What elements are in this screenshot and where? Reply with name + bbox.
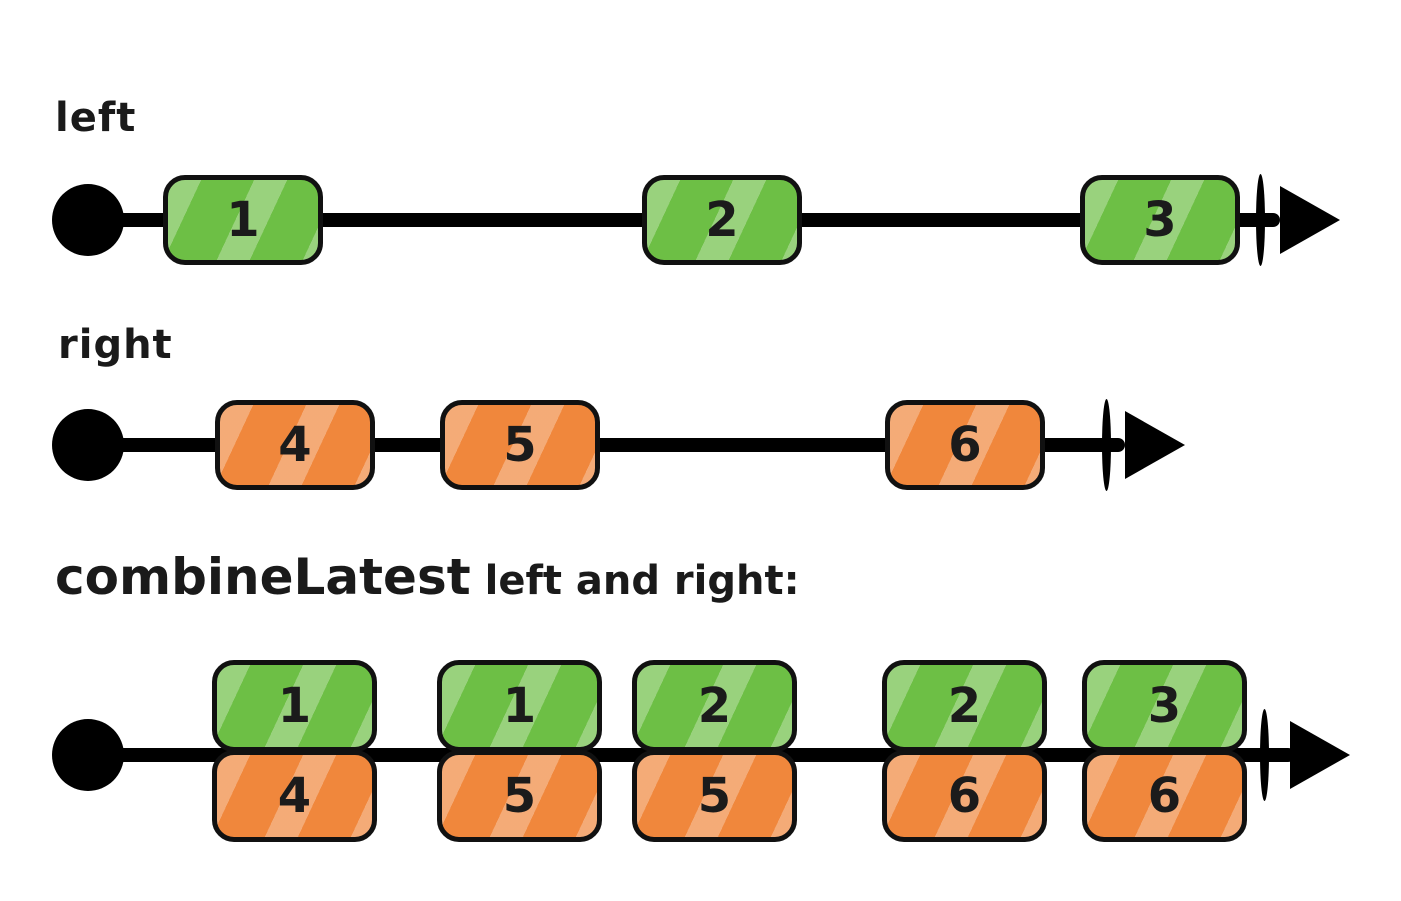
right-stream-label: right bbox=[58, 322, 173, 368]
right-timeline-start-dot bbox=[52, 409, 124, 481]
combined-pair-4-top-value: 2 bbox=[947, 678, 982, 734]
combined-pair-2-top-value: 1 bbox=[502, 678, 537, 734]
combine-operator-name: combineLatest bbox=[55, 548, 471, 606]
combined-pair-3-top: 2 bbox=[632, 660, 797, 752]
right-marble-5-value: 5 bbox=[503, 417, 537, 473]
left-stream-label: left bbox=[55, 95, 137, 141]
left-marble-2: 2 bbox=[642, 175, 802, 265]
combined-pair-3-bottom: 5 bbox=[632, 750, 797, 842]
combined-timeline-tick bbox=[1260, 709, 1269, 801]
combined-pair-2-bottom-value: 5 bbox=[502, 768, 537, 824]
right-marble-4-value: 4 bbox=[278, 417, 312, 473]
combine-operator-rest: left and right: bbox=[484, 558, 800, 604]
combined-pair-5-top-value: 3 bbox=[1147, 678, 1182, 734]
combined-timeline-arrowhead-icon bbox=[1290, 721, 1350, 789]
combined-pair-4-bottom: 6 bbox=[882, 750, 1047, 842]
right-marble-5: 5 bbox=[440, 400, 600, 490]
left-timeline-tick bbox=[1256, 174, 1265, 266]
left-marble-2-value: 2 bbox=[705, 192, 739, 248]
right-marble-4: 4 bbox=[215, 400, 375, 490]
combined-pair-4-top: 2 bbox=[882, 660, 1047, 752]
left-marble-1: 1 bbox=[163, 175, 323, 265]
right-timeline-arrowhead-icon bbox=[1125, 411, 1185, 479]
combine-heading: combineLatest left and right: bbox=[55, 548, 800, 606]
combined-pair-2-bottom: 5 bbox=[437, 750, 602, 842]
left-marble-1-value: 1 bbox=[226, 192, 260, 248]
combined-pair-5-bottom-value: 6 bbox=[1147, 768, 1182, 824]
right-marble-6: 6 bbox=[885, 400, 1045, 490]
combined-pair-4-bottom-value: 6 bbox=[947, 768, 982, 824]
right-timeline-tick bbox=[1102, 399, 1111, 491]
combined-pair-5-top: 3 bbox=[1082, 660, 1247, 752]
combined-pair-1-bottom-value: 4 bbox=[277, 768, 312, 824]
combined-pair-1-top: 1 bbox=[212, 660, 377, 752]
left-timeline-start-dot bbox=[52, 184, 124, 256]
combined-pair-2-top: 1 bbox=[437, 660, 602, 752]
combined-timeline-start-dot bbox=[52, 719, 124, 791]
right-marble-6-value: 6 bbox=[948, 417, 982, 473]
left-marble-3: 3 bbox=[1080, 175, 1240, 265]
combined-pair-3-top-value: 2 bbox=[697, 678, 732, 734]
combined-pair-5-bottom: 6 bbox=[1082, 750, 1247, 842]
left-timeline-arrowhead-icon bbox=[1280, 186, 1340, 254]
combined-pair-1-bottom: 4 bbox=[212, 750, 377, 842]
left-marble-3-value: 3 bbox=[1143, 192, 1177, 248]
combined-pair-1-top-value: 1 bbox=[277, 678, 312, 734]
combined-pair-3-bottom-value: 5 bbox=[697, 768, 732, 824]
